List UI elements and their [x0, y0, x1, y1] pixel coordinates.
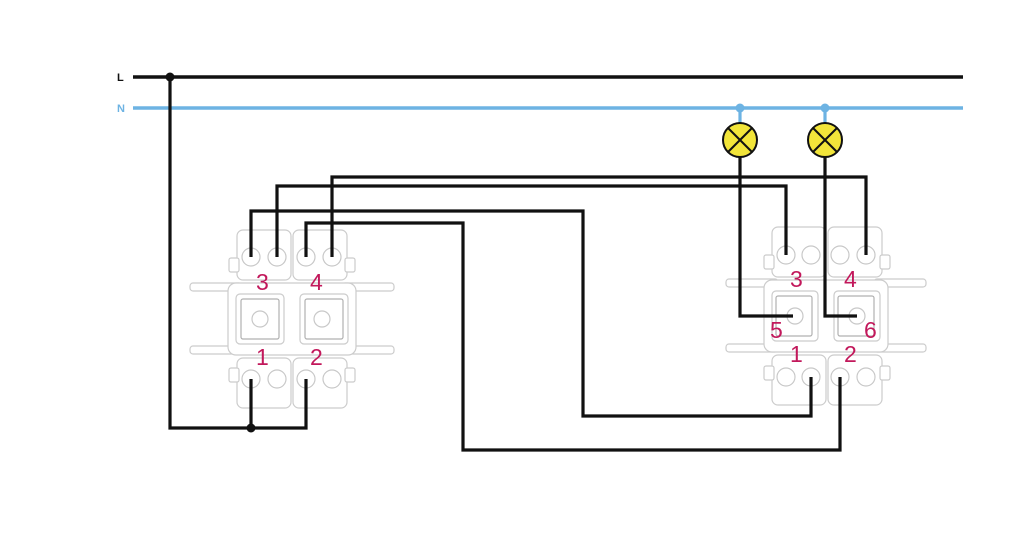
right-terminal-3-label: 3 — [790, 266, 803, 292]
lamp-1-icon — [722, 122, 758, 158]
neutral-junction-dot — [820, 103, 830, 113]
right-terminal-1-label: 1 — [790, 341, 803, 367]
right-terminal-2-label: 2 — [844, 341, 857, 367]
lamp-feed-wire-2 — [823, 155, 857, 318]
lamp-feed-wire-1 — [738, 155, 793, 318]
left-terminal-4-label: 4 — [310, 269, 323, 295]
neutral-label: N — [117, 103, 125, 115]
traveller-wire-c — [249, 209, 813, 418]
right-terminal-5-label: 5 — [770, 317, 783, 343]
left-terminal-1-label: 1 — [256, 344, 269, 370]
junction-dot — [246, 423, 256, 433]
lamp-2-icon — [807, 122, 843, 158]
left-switch — [189, 229, 395, 409]
junction-dot — [165, 72, 175, 82]
right-terminal-6-label: 6 — [864, 317, 877, 343]
traveller-wire-d — [304, 221, 842, 452]
neutral-junction-dot — [735, 103, 745, 113]
live-label: L — [117, 72, 124, 84]
left-terminal-3-label: 3 — [256, 269, 269, 295]
traveller-wire-b — [275, 184, 788, 257]
live-feed-wire — [168, 77, 308, 430]
right-terminal-4-label: 4 — [844, 266, 857, 292]
left-terminal-2-label: 2 — [310, 344, 323, 370]
traveller-wire-a — [330, 175, 868, 257]
